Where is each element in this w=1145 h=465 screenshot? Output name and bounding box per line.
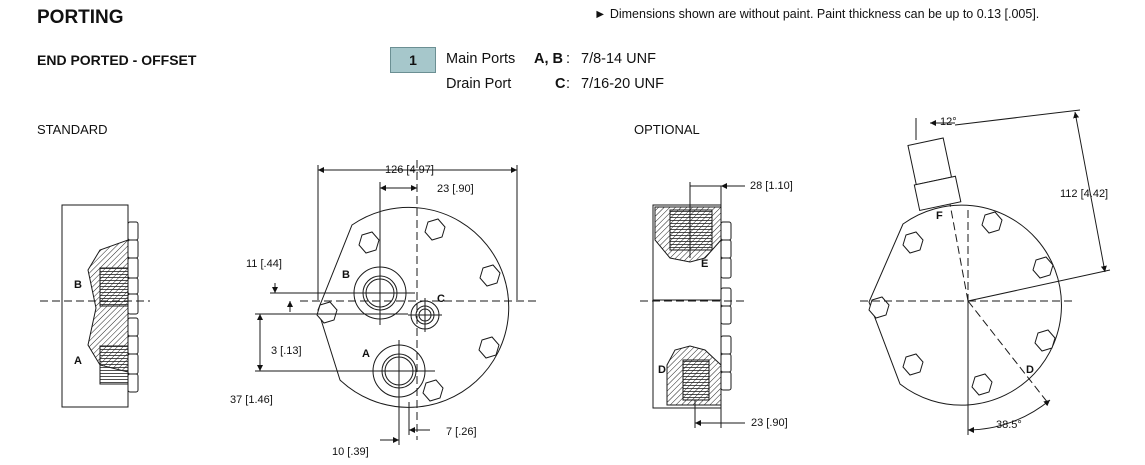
section-subtitle: END PORTED - OFFSET	[37, 52, 197, 68]
port-label-c: C	[437, 293, 445, 305]
dim-37: 37 [1.46]	[230, 394, 273, 406]
optional-front-view	[860, 109, 1111, 435]
angle-12: 12°	[940, 116, 957, 128]
port-label-b: B	[342, 269, 350, 281]
port-label-a: A	[362, 348, 370, 360]
dim-23-top: 23 [.90]	[437, 183, 474, 195]
drain-port-letter: C	[555, 76, 566, 92]
drain-port-value: 7/16-20 UNF	[581, 76, 665, 92]
port-label-b-side: B	[74, 279, 82, 291]
dim-23-bottom: 23 [.90]	[751, 417, 788, 429]
dim-28: 28 [1.10]	[750, 180, 793, 192]
main-ports-label: Main Ports	[446, 51, 516, 67]
dim-3: 3 [.13]	[271, 345, 302, 357]
dim-11: 11 [.44]	[246, 258, 282, 270]
drain-port-label: Drain Port	[446, 76, 512, 92]
standard-view-label: STANDARD	[37, 122, 108, 137]
optional-side-view	[640, 182, 745, 428]
callout-number-badge: 1	[390, 47, 436, 73]
dim-10: 10 [.39]	[332, 446, 369, 458]
paint-note: ► Dimensions shown are without paint. Pa…	[594, 7, 1040, 21]
port-label-f: F	[936, 210, 943, 222]
dim-126: 126 [4.97]	[385, 164, 434, 176]
angle-38: 38.5°	[996, 419, 1022, 431]
main-ports-letters: A, B	[534, 51, 563, 67]
dim-7: 7 [.26]	[446, 426, 477, 438]
port-label-d: D	[1026, 364, 1034, 376]
standard-side-view	[40, 204, 150, 408]
port-label-d-side: D	[658, 364, 666, 376]
page-title: PORTING	[37, 7, 124, 28]
port-label-e: E	[701, 258, 708, 270]
optional-view-label: OPTIONAL	[634, 122, 700, 137]
port-label-a-side: A	[74, 355, 82, 367]
main-ports-value: 7/8-14 UNF	[581, 51, 656, 67]
standard-front-view	[255, 160, 540, 445]
dim-112: 112 [4.42]	[1060, 188, 1108, 200]
